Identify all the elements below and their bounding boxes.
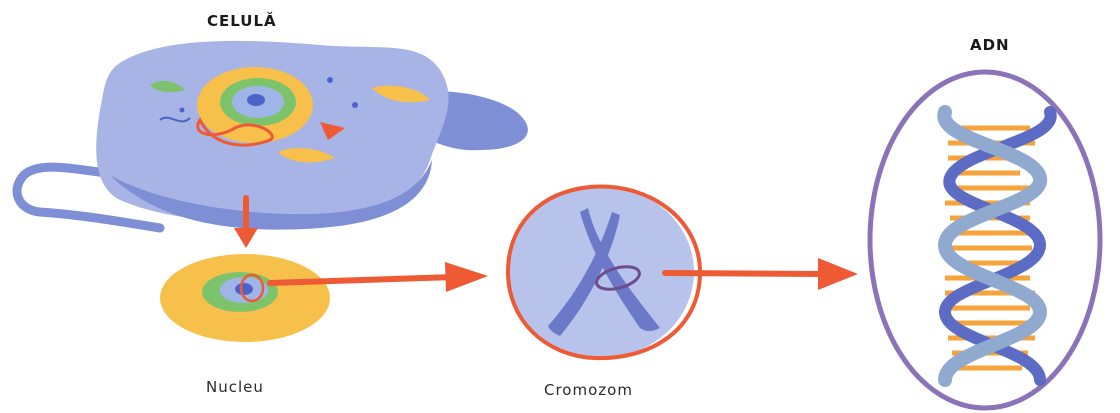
nucleus-nucleolus (235, 283, 253, 295)
dna-illustration (870, 72, 1100, 408)
dna-title: ADN (970, 36, 1010, 54)
cell-vesicle-1 (327, 77, 333, 83)
cell-title: CELULĂ (207, 12, 277, 30)
arrow-right-icon (665, 258, 858, 290)
cell-nucleolus (247, 94, 265, 106)
cell-vesicle-3 (180, 108, 185, 113)
nucleus-illustration (160, 254, 330, 342)
chromosome-label: Cromozom (544, 381, 633, 399)
dna-ring (870, 72, 1100, 408)
cell-illustration (17, 41, 528, 230)
cell-vesicle-2 (352, 102, 358, 108)
nucleus-label: Nucleu (206, 378, 264, 396)
